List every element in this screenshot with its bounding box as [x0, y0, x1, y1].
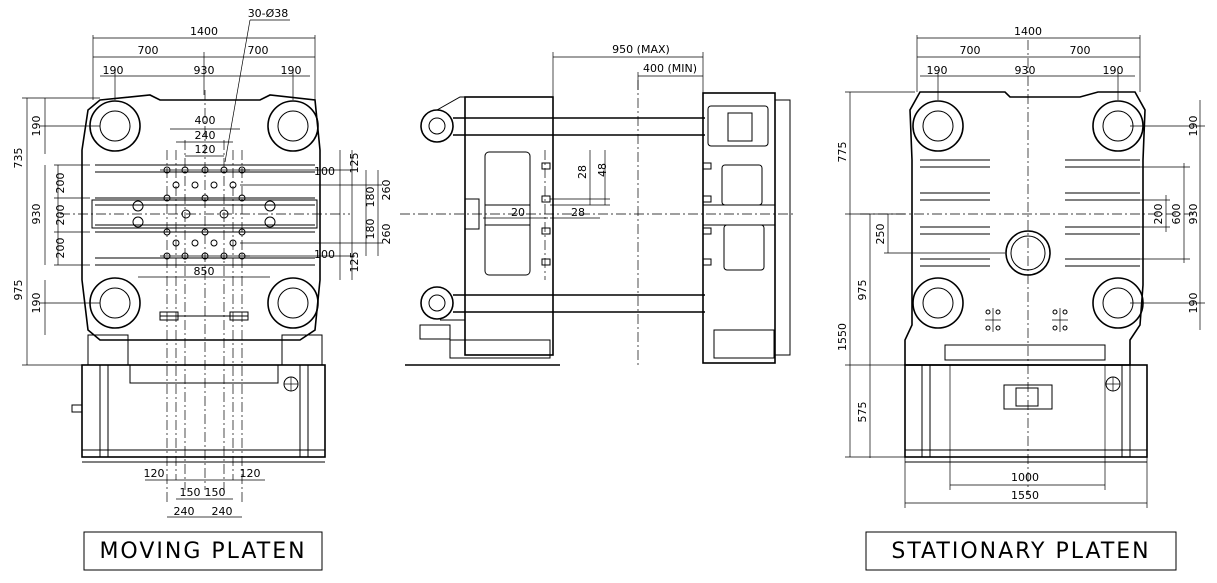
stationary-dim-right-600: 600 [1170, 204, 1183, 225]
moving-dim-700-right: 700 [248, 44, 269, 57]
stationary-dim-1000: 1000 [1011, 471, 1039, 484]
stationary-dim-930: 930 [1015, 64, 1036, 77]
moving-dim-1400: 1400 [190, 25, 218, 38]
stationary-tie-bar-boss-bottom-left [912, 277, 964, 329]
moving-dim-left-200-b: 200 [54, 205, 67, 226]
moving-dim-left-200-a: 200 [54, 173, 67, 194]
tie-bar-hole-bottom-right [277, 287, 309, 319]
moving-platen-title-box [83, 531, 323, 571]
moving-dim-left-200-c: 200 [54, 238, 67, 259]
moving-dim-975: 975 [12, 280, 25, 301]
moving-dim-right-100-top: 100 [314, 165, 335, 178]
moving-dim-930: 930 [194, 64, 215, 77]
stationary-bolt-pattern-right [1052, 308, 1068, 332]
tie-bar-boss-top-right [267, 100, 319, 152]
stationary-platen-outline [904, 91, 1146, 366]
stationary-dim-right-200: 200 [1152, 204, 1165, 225]
stationary-base-port [1003, 384, 1053, 410]
moving-dim-bottom-120-right: 120 [240, 467, 261, 480]
stationary-dim-right-190-bottom: 190 [1187, 293, 1200, 314]
moving-dim-240: 240 [195, 129, 216, 142]
moving-dim-190-right: 190 [281, 64, 302, 77]
moving-dim-400: 400 [195, 114, 216, 127]
stationary-platen-title-box [865, 531, 1177, 571]
side-dim-28-top: 28 [576, 165, 589, 179]
stationary-dim-190-right: 190 [1103, 64, 1124, 77]
moving-platen-slots [91, 164, 318, 266]
moving-dim-735: 735 [12, 148, 25, 169]
stationary-tie-bar-boss-top-left [912, 100, 964, 152]
moving-dim-right-260-b: 260 [380, 224, 393, 245]
moving-dim-120: 120 [195, 143, 216, 156]
stationary-platen-base [904, 364, 1148, 458]
tie-bar-hole-bottom-left [99, 287, 131, 319]
moving-dim-right-180-a: 180 [364, 187, 377, 208]
moving-hole-callout: 30-Ø38 [248, 7, 289, 20]
side-dim-400-min: 400 (MIN) [643, 62, 697, 75]
moving-dim-850: 850 [194, 265, 215, 278]
stationary-dim-right-190-top: 190 [1187, 116, 1200, 137]
moving-dim-right-260-a: 260 [380, 180, 393, 201]
moving-dim-right-125-bottom: 125 [348, 252, 361, 273]
moving-dim-bottom-150-right: 150 [205, 486, 226, 499]
stationary-dim-975: 975 [856, 280, 869, 301]
stationary-dim-1550-horizontal: 1550 [1011, 489, 1039, 502]
moving-platen-title: MOVING PLATEN [99, 539, 306, 564]
moving-platen-base [81, 364, 326, 458]
moving-dim-bottom-120-left: 120 [144, 467, 165, 480]
stationary-dim-775: 775 [836, 142, 849, 163]
tie-bar-boss-bottom-right [267, 277, 319, 329]
stationary-dim-1550-vertical: 1550 [836, 323, 849, 351]
side-tie-bar-top-icon [420, 109, 454, 143]
stationary-dim-right-930: 930 [1187, 204, 1200, 225]
side-dim-950-max: 950 (MAX) [612, 43, 670, 56]
moving-dim-left-190-top: 190 [30, 116, 43, 137]
side-view: 950 (MAX) 400 (MIN) 28 48 20 28 [400, 43, 795, 366]
tie-bar-hole-top-left [99, 110, 131, 142]
moving-dim-bottom-240-right: 240 [212, 505, 233, 518]
moving-dim-right-180-b: 180 [364, 219, 377, 240]
moving-dim-left-190-bottom: 190 [30, 293, 43, 314]
stationary-platen-title: STATIONARY PLATEN [891, 539, 1150, 564]
stationary-dim-700-left: 700 [960, 44, 981, 57]
moving-dim-bottom-240-left: 240 [174, 505, 195, 518]
ejector-hole-pattern [132, 166, 276, 260]
moving-dim-right-100-bottom: 100 [314, 248, 335, 261]
side-dim-48: 48 [596, 163, 609, 177]
moving-dim-190-left: 190 [103, 64, 124, 77]
side-dim-28-bottom: 28 [571, 206, 585, 219]
moving-dim-700-left: 700 [138, 44, 159, 57]
moving-dim-bottom-150-left: 150 [180, 486, 201, 499]
stationary-dim-1400: 1400 [1014, 25, 1042, 38]
side-tie-bar-bottom-icon [420, 286, 454, 320]
stationary-dim-575: 575 [856, 402, 869, 423]
stationary-slots [920, 159, 1140, 267]
stationary-dim-250: 250 [874, 224, 887, 245]
moving-dim-right-125-top: 125 [348, 153, 361, 174]
stationary-dim-700-right: 700 [1070, 44, 1091, 57]
stationary-bolt-pattern-left [985, 308, 1001, 332]
side-dim-20: 20 [511, 206, 525, 219]
stationary-platen-view: 1400 700 700 190 930 190 775 250 975 155… [836, 25, 1205, 571]
tie-bar-hole-top-right [277, 110, 309, 142]
moving-platen-view: 1400 700 700 190 930 190 30-Ø38 400 240 … [12, 7, 393, 571]
stationary-dim-190-left: 190 [927, 64, 948, 77]
moving-dim-left-930: 930 [30, 204, 43, 225]
